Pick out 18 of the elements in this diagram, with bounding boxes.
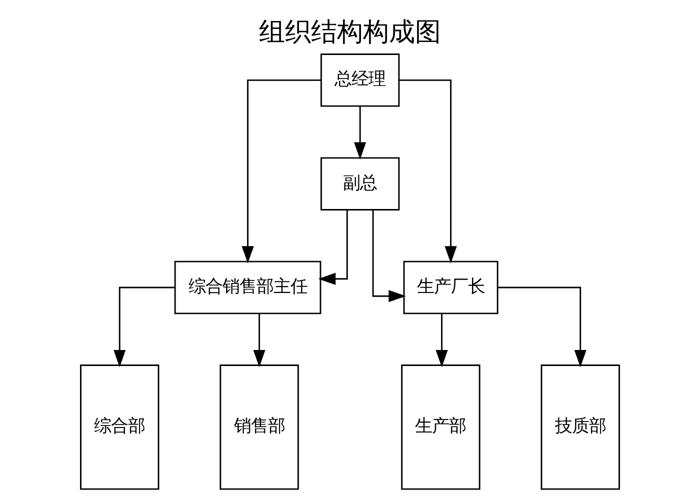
arrow (114, 286, 175, 368)
node-box: 总经理 (320, 54, 400, 107)
node-box: 综合部 (80, 364, 160, 490)
arrow (372, 210, 406, 302)
arrow (498, 286, 586, 368)
node-box: 综合销售部主任 (174, 260, 322, 314)
arrow (436, 314, 448, 368)
diagram-title: 组织结构构成图 (259, 17, 441, 48)
node-box: 生产部 (401, 364, 480, 490)
arrow (318, 210, 348, 285)
arrow (242, 79, 321, 264)
node-box: 销售部 (220, 364, 299, 490)
arrow (399, 79, 457, 264)
node-box: 副总 (320, 157, 400, 210)
arrow (354, 106, 366, 160)
node-box: 技质部 (540, 364, 620, 490)
arrow (253, 314, 266, 368)
node-box: 生产厂长 (403, 260, 498, 314)
